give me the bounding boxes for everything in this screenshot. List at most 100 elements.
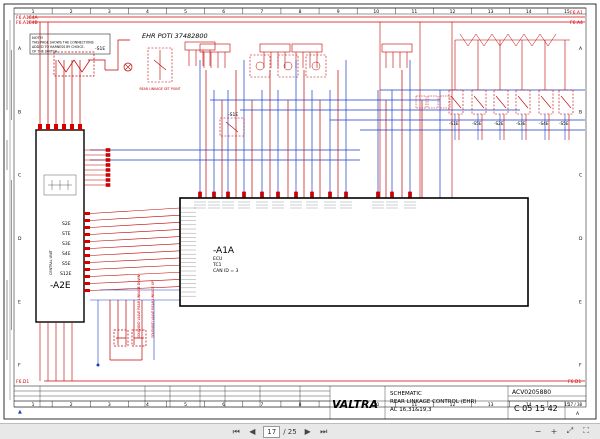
ehr-poti-label: EHR POTI 37482800 — [142, 32, 208, 40]
switch-s1e-center: -S1E — [219, 112, 245, 137]
note-title: NOTE! — [32, 36, 43, 40]
connector-block — [291, 43, 323, 53]
column-number-bottom: 12 — [450, 402, 456, 408]
pin-marker — [84, 282, 90, 285]
column-number-top: 5 — [184, 9, 187, 15]
a1a-top-pins — [194, 201, 416, 209]
svg-text:SOLENOID VALVE REAR LINKAGE DO: SOLENOID VALVE REAR LINKAGE DOWN — [137, 274, 141, 338]
first-page-icon[interactable]: ⏮ — [232, 426, 240, 436]
a2e-top-pins — [38, 124, 90, 292]
pin-marker — [84, 261, 90, 264]
top-right-label-1: F6.A1 — [570, 10, 583, 16]
column-number-top: 10 — [373, 9, 379, 15]
pin-marker — [376, 191, 380, 199]
pin-marker — [70, 124, 74, 130]
a2e-pin-ste: STE — [62, 231, 71, 237]
document-code: C 05 15 42 — [514, 404, 558, 413]
pin-marker — [84, 275, 90, 278]
column-number-top: 11 — [412, 9, 418, 15]
potentiometer-symbol — [147, 47, 173, 83]
pin-marker — [84, 268, 90, 271]
title-block: SCHEMATIC REAR LINKAGE CONTROL (EHR) AC … — [14, 385, 586, 419]
pin-marker — [46, 124, 50, 130]
pin-marker — [84, 247, 90, 250]
column-number-top: 4 — [146, 9, 149, 15]
relay-switch-label: -S5E — [559, 121, 569, 126]
column-number-top: 12 — [450, 9, 456, 15]
row-letter-right: A — [579, 46, 583, 52]
next-page-icon[interactable]: ▶ — [304, 427, 311, 436]
a1a-name: -A1A — [213, 246, 235, 256]
pin-marker — [84, 233, 90, 236]
last-page-icon[interactable]: ⏭ — [320, 426, 328, 436]
relay-switch-symbol — [493, 89, 509, 115]
relay-switch-label: -S2E — [494, 121, 504, 126]
a2e-pin-s12e: S12E — [60, 271, 72, 277]
zoom-in-icon[interactable]: + — [550, 426, 558, 436]
column-number-top: 1 — [32, 9, 35, 15]
a2e-pin-s2e: S2E — [62, 221, 71, 227]
page-number-input[interactable]: 17 — [263, 425, 281, 438]
a2e-pin-s5e: S5E — [62, 261, 71, 267]
relay-switch-symbol — [515, 89, 531, 115]
relay-switch-label: -S5E — [472, 121, 482, 126]
pin-marker — [62, 124, 66, 130]
pin-marker — [84, 254, 90, 257]
fullscreen-icon[interactable]: ⛶ — [583, 426, 589, 435]
top-left-label-1: F6.A1E4A — [16, 15, 39, 21]
relay-switch-symbol — [538, 89, 554, 115]
a2e-subtitle: CENTRAL UNIT — [49, 249, 53, 275]
previous-page-icon[interactable]: ◀ — [249, 427, 256, 436]
title-description-1: REAR LINKAGE CONTROL (EHR) — [390, 399, 476, 405]
column-number-bottom: 3 — [108, 402, 111, 408]
column-number-top: 7 — [260, 9, 263, 15]
relay-switch-symbol — [448, 89, 464, 115]
column-number-bottom: 15 — [564, 402, 570, 408]
switch-s1e-left-label: -S1E — [95, 46, 105, 52]
harness-a2e-to-a1a — [84, 148, 181, 301]
pin-marker — [276, 191, 280, 199]
column-number-bottom: 11 — [412, 402, 418, 408]
title-description-2: AC 16,31&19,3 — [390, 407, 432, 413]
column-number-top: 6 — [222, 9, 225, 15]
pin-marker — [54, 124, 58, 130]
pin-marker — [84, 226, 90, 229]
relay-switch-label: -S4E — [539, 121, 549, 126]
sensor-symbol — [277, 54, 299, 78]
switch-s1e-center-label: -S1E — [228, 112, 238, 118]
pin-marker — [260, 191, 264, 199]
left-margin-notes — [6, 20, 12, 400]
bottom-bus: F6.D1 F6.D1 — [16, 322, 585, 385]
power-wires — [198, 70, 423, 199]
svg-text:REAR LINKAGE SET POINT: REAR LINKAGE SET POINT — [139, 87, 180, 91]
relay-switch-symbol — [558, 89, 574, 115]
connector-block — [259, 43, 291, 53]
a2e-name: -A2E — [50, 281, 71, 291]
schematic-drawing: 1122334455667788991010111112121313141415… — [3, 3, 597, 420]
sensor-symbol — [305, 54, 327, 78]
pin-marker — [38, 124, 42, 130]
valtra-logo: VALTRA — [332, 398, 378, 411]
svg-text:SOLENOID VALVE REAR LINKAGE UP: SOLENOID VALVE REAR LINKAGE UP — [151, 281, 155, 338]
column-number-top: 14 — [526, 9, 532, 15]
row-letter-right: D — [579, 236, 583, 242]
pin-marker — [198, 191, 202, 199]
zoom-out-icon[interactable]: − — [534, 426, 542, 436]
sheet-number: 17 / 38 — [568, 402, 583, 407]
note-line-2: ADDED TO HARNESS BY CHOICE. — [32, 45, 85, 49]
fit-page-icon[interactable]: ⤢ — [566, 426, 574, 435]
note-box: NOTE! THIS PAGE SHOWS THE CONNECTIONS AD… — [29, 33, 111, 55]
column-number-bottom: 4 — [146, 402, 149, 408]
column-number-bottom: 10 — [373, 402, 379, 408]
column-number-bottom: 7 — [260, 402, 263, 408]
small-logo-icon: ▲ — [18, 409, 22, 415]
drawing-number: ACV0205880 — [512, 389, 551, 396]
column-number-top: 2 — [70, 9, 73, 15]
pdf-viewer-toolbar: ⏮ ◀ 17 / 25 ▶ ⏭ − + ⤢ ⛶ — [0, 423, 600, 439]
left-upper-wiring — [39, 22, 130, 130]
column-number-bottom: 5 — [184, 402, 187, 408]
a2e-pin-s4e: S4E — [62, 251, 71, 257]
column-number-bottom: 1 — [32, 402, 35, 408]
top-right-label-2: F6.A4 — [570, 20, 583, 26]
